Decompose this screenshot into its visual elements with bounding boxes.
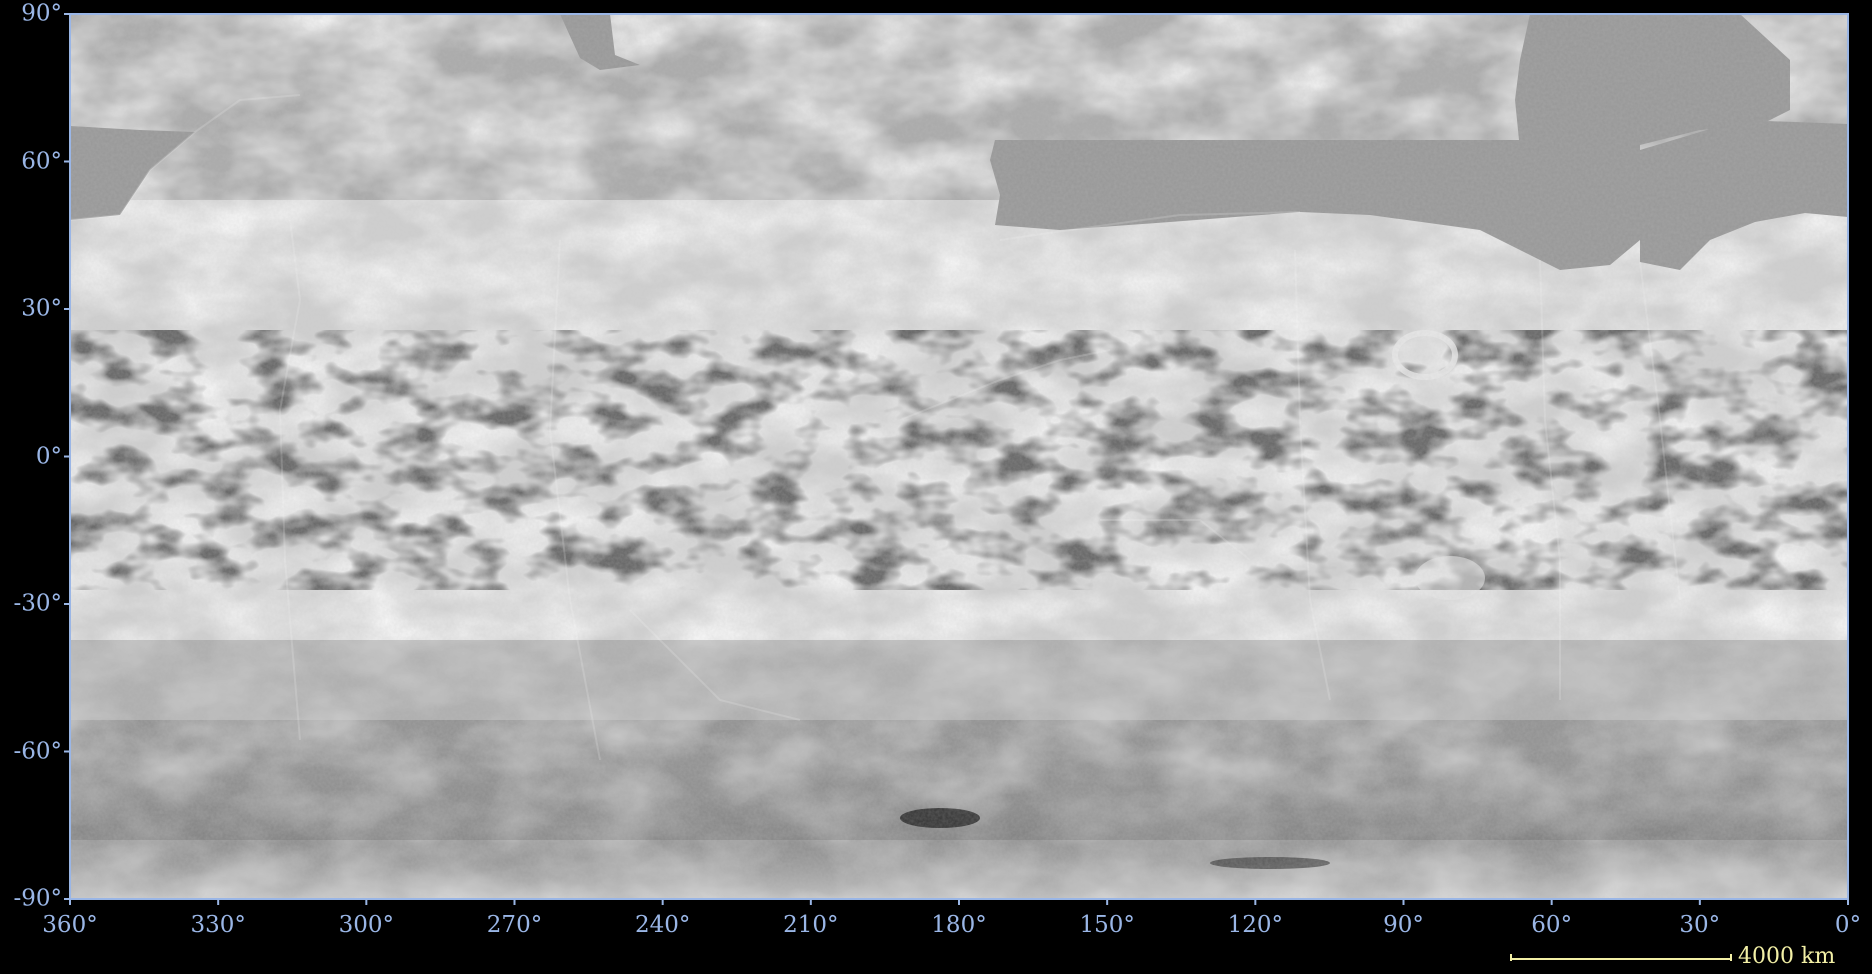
lon-label-150: 150° [1079, 912, 1135, 938]
lon-label-360: 360° [42, 912, 98, 938]
lon-label-330: 330° [190, 912, 246, 938]
axis-ticks [64, 13, 1849, 905]
surface-mosaic [70, 14, 1848, 899]
lat-label-0: 0° [35, 443, 62, 469]
lon-label-30: 30° [1679, 912, 1721, 938]
scale-bar-tick-left [1510, 954, 1512, 961]
lon-label-0: 0° [1834, 912, 1862, 938]
lat-label-30n: 30° [21, 295, 62, 322]
lat-label-90n: 90° [21, 0, 62, 27]
lon-label-120: 120° [1227, 912, 1283, 938]
scale-bar-tick-right [1730, 954, 1732, 961]
lon-label-90: 90° [1383, 912, 1424, 938]
lon-label-60: 60° [1531, 912, 1573, 938]
lat-label-60s: -60° [13, 738, 62, 764]
lon-label-210: 210° [783, 912, 839, 938]
lat-label-90s: -90° [13, 885, 62, 912]
lon-label-300: 300° [338, 912, 394, 938]
lon-label-270: 270° [486, 912, 543, 938]
lat-label-60n: 60° [21, 148, 62, 174]
scale-bar-line [1510, 958, 1732, 960]
lon-label-180: 180° [931, 912, 987, 938]
scale-bar-label: 4000 km [1738, 944, 1836, 969]
lon-label-240: 240° [634, 912, 691, 938]
lat-label-30s: -30° [13, 590, 62, 617]
